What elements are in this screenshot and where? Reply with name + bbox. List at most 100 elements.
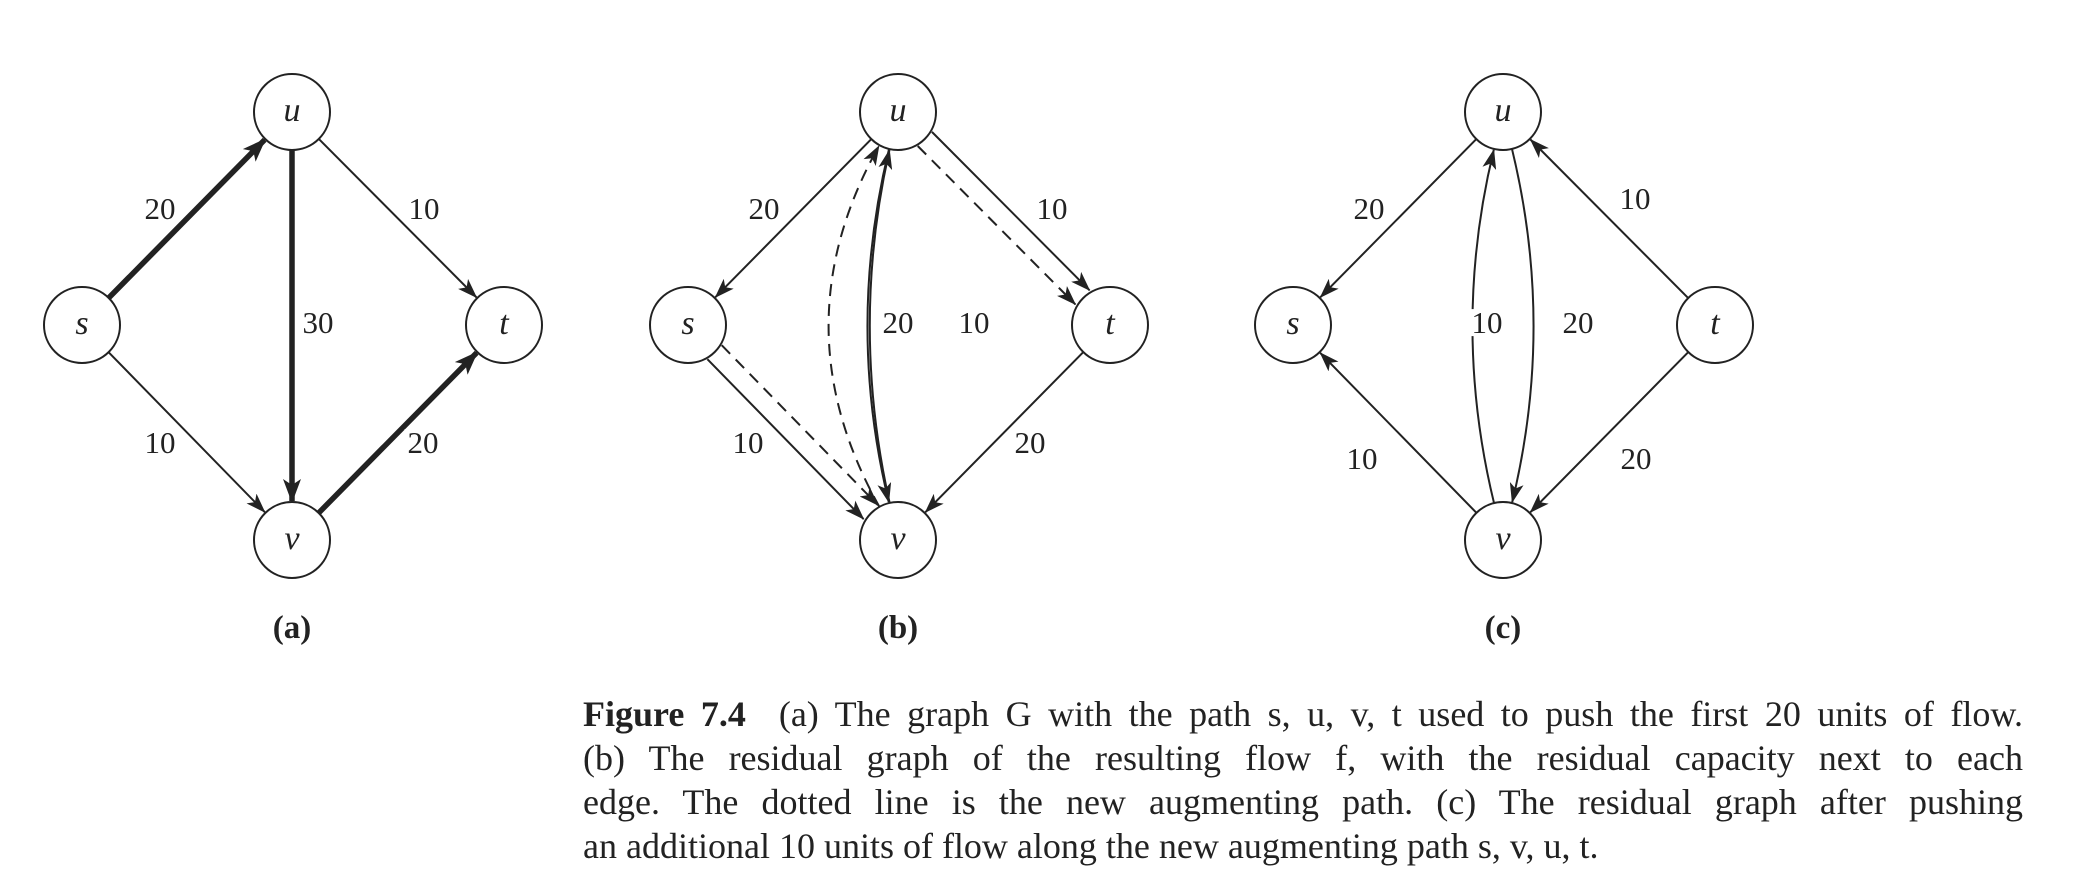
node-circle [465,286,543,364]
node-circle [1464,73,1542,151]
caption-line-3: edge. The dotted line is the new augment… [583,782,2023,822]
node-c-v: v [1464,501,1542,579]
edge-b-v-u [868,149,893,504]
node-circle [1071,286,1149,364]
panel-b [706,131,1091,520]
panel-a [106,137,479,515]
node-b-u: u [859,73,937,151]
node-circle [1254,286,1332,364]
node-b-s: s [649,286,727,364]
node-circle [253,501,331,579]
edge-b-t-v [924,351,1085,513]
edge-label-c-v-s: 10 [1347,441,1378,476]
caption-line-1: Figure 7.4 (a) The graph G with the path… [583,692,2023,736]
edge-b-s-v [706,358,865,520]
node-circle [43,286,121,364]
node-c-u: u [1464,73,1542,151]
edge-c-t-v [1529,351,1690,513]
node-circle [1676,286,1754,364]
edge-label-background [1617,445,1655,473]
node-label-a-s: s [75,305,88,342]
figure-caption: Figure 7.4 (a) The graph G with the path… [583,692,2023,868]
node-label-a-u: u [284,92,301,129]
edge-label-background [729,429,767,457]
edge-b-u-v [866,148,892,504]
node-label-c-s: s [1286,305,1299,342]
node-circle [859,501,937,579]
edge-b-u-s [714,138,873,298]
edge-label-background [405,195,443,223]
node-circle [859,73,937,151]
edge-a-u-t [318,138,478,299]
edge-label-b-u-v: 10 [959,305,990,340]
node-label-b-u: u [890,92,907,129]
edge-label-a-u-t: 10 [409,191,440,226]
node-c-s: s [1254,286,1332,364]
edge-label-b-u-s: 20 [749,191,780,226]
node-label-b-v: v [890,520,906,557]
node-a-u: u [253,73,331,151]
edge-a-v-t [316,350,479,515]
node-label-a-v: v [284,520,300,557]
node-a-v: v [253,501,331,579]
edge-label-background [1011,429,1049,457]
node-circle [253,73,331,151]
edge-c-t-u [1529,138,1689,299]
node-label-c-u: u [1495,92,1512,129]
panel-label-b: (b) [878,610,918,646]
edge-label-background [1616,185,1654,213]
edge-label-b-s-v: 10 [733,425,764,460]
edge-label-background [299,309,337,337]
edge-label-background [1559,309,1597,337]
edge-label-b-u-t: 10 [1037,191,1068,226]
node-b-t: t [1071,286,1149,364]
flow-network-figure: s u v t s u v t s u v t 20 30 20 10 10 (a) 20 10 20 10 10 20 (b… [43,73,1754,646]
edge-label-background [955,309,993,337]
edge-label-background [1468,309,1506,337]
edge-label-background [879,309,917,337]
edge-b-u-t-augmenting-path [917,145,1077,306]
caption-line-4: an additional 10 units of flow along the… [583,826,1599,866]
edge-b-u-t [931,131,1091,292]
edge-b-s-v-augmenting-path [720,344,879,506]
edge-label-background [1033,195,1071,223]
edge-label-c-t-u: 10 [1620,181,1651,216]
node-label-c-t: t [1710,305,1721,342]
node-circle [1464,501,1542,579]
edge-label-c-t-v: 20 [1621,441,1652,476]
edge-label-background [141,195,179,223]
edge-a-s-u [106,137,267,300]
edge-label-b-v-u: 20 [883,305,914,340]
node-label-b-t: t [1105,305,1116,342]
edge-c-u-s [1319,138,1478,298]
node-label-a-t: t [499,305,510,342]
edge-label-a-u-v: 30 [303,305,334,340]
node-a-t: t [465,286,543,364]
edge-label-c-u-s: 20 [1354,191,1385,226]
edge-label-b-t-v: 20 [1015,425,1046,460]
edge-c-v-s [1319,352,1478,514]
node-c-t: t [1676,286,1754,364]
node-a-s: s [43,286,121,364]
node-label-c-v: v [1495,520,1511,557]
edge-label-c-v-u: 10 [1472,305,1503,340]
edge-label-background [1350,195,1388,223]
edge-c-u-v [1509,148,1535,504]
edge-label-a-s-v: 10 [145,425,176,460]
panel-label-c: (c) [1485,610,1522,646]
edge-label-background [1343,445,1381,473]
edge-a-s-v [107,351,266,513]
edge-label-background [404,429,442,457]
panel-label-a: (a) [273,610,311,646]
edge-label-a-v-t: 20 [408,425,439,460]
node-b-v: v [859,501,937,579]
caption-line-2: (b) The residual graph of the resulting … [583,738,2023,778]
edge-label-background [141,429,179,457]
figure-label: Figure 7.4 [583,694,746,734]
node-label-b-s: s [681,305,694,342]
edge-label-a-s-u: 20 [145,191,176,226]
edge-b-v-u-augmenting-path [827,145,881,508]
node-circle [649,286,727,364]
edge-label-c-u-v: 20 [1563,305,1594,340]
caption-line-1-text: (a) The graph G with the path s, u, v, t… [778,694,2023,734]
